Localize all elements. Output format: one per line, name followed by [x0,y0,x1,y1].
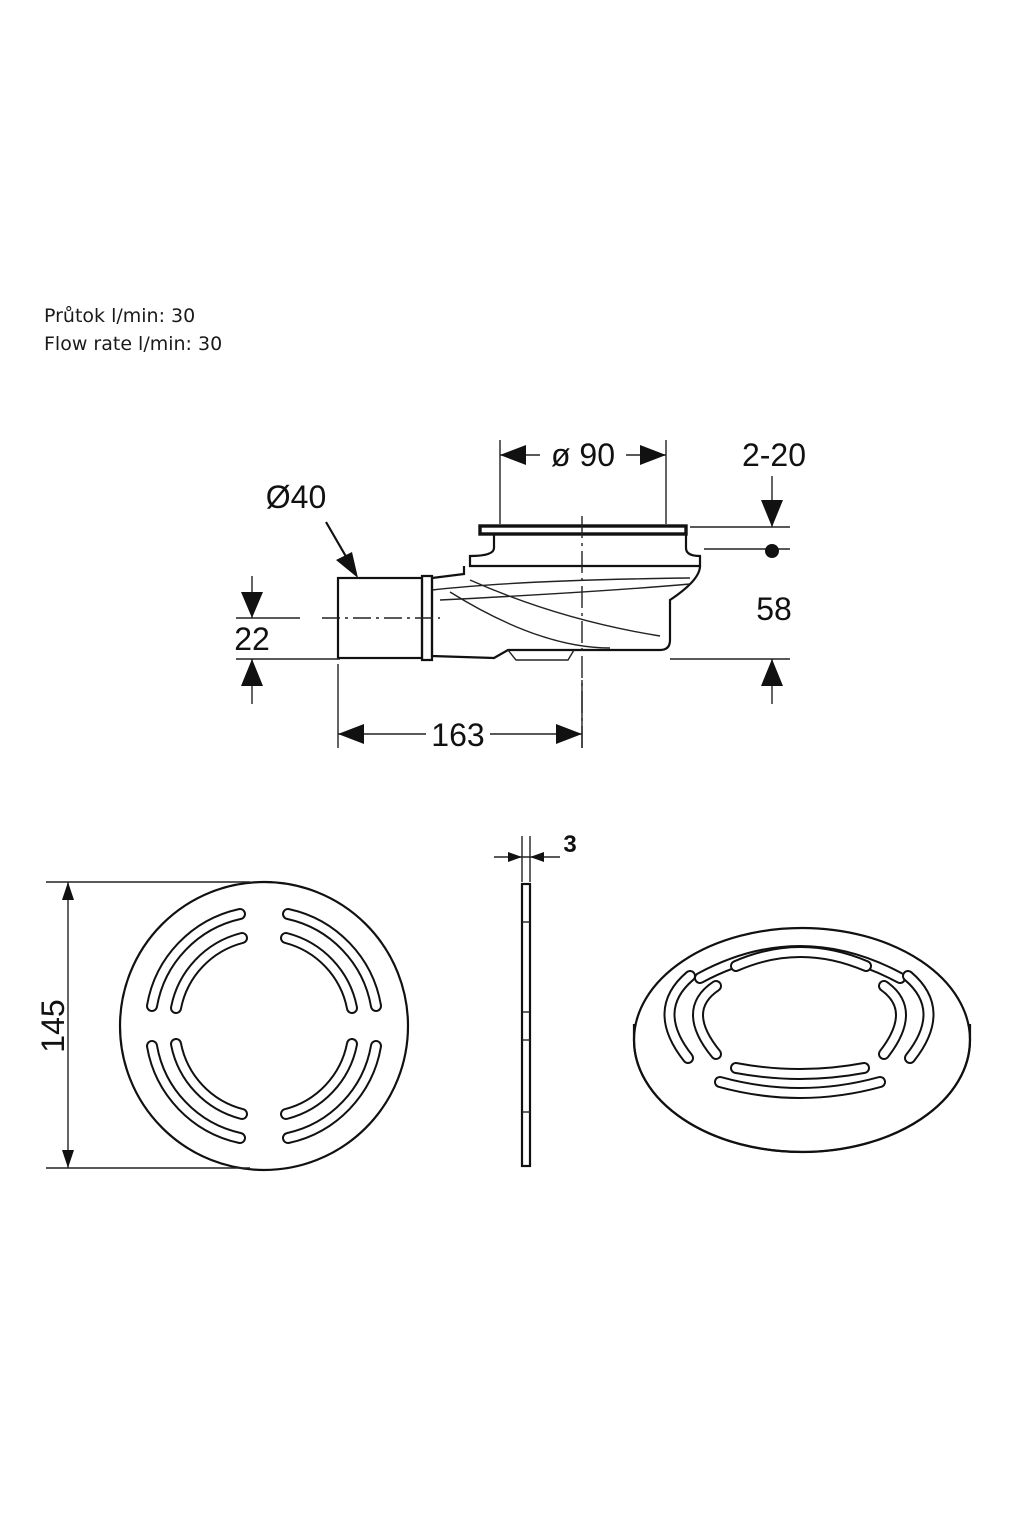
flow-rate-en: Flow rate l/min: 30 [44,333,223,355]
grate-edge [520,882,532,1168]
flow-rate-cz: Průtok l/min: 30 [44,305,196,327]
dim-pipe-diameter: Ø40 [266,479,326,515]
flow-rate-note: Průtok l/min: 30 Flow rate l/min: 30 [44,302,222,358]
dim-outlet-height: 22 [234,621,270,657]
dim-grate-thickness: 3 [563,831,576,858]
dim-grate-diameter: 145 [35,999,71,1052]
drain-neck [468,534,702,568]
drain-flange [478,524,688,536]
dim-height: 58 [756,591,792,627]
drain-body [430,565,702,660]
dim-adjust-range: 2-20 [742,437,806,473]
grate-outline [118,880,410,1172]
dim-length: 163 [431,717,484,753]
grate-perspective-view [632,926,972,1154]
drain-side-view: ø 90 2-20 58 Ø40 22 163 [234,437,806,753]
dim-outer-diameter: ø 90 [551,437,615,473]
grate-edge-view: 3 [494,831,577,1168]
grate-top-view: 145 [35,880,410,1172]
